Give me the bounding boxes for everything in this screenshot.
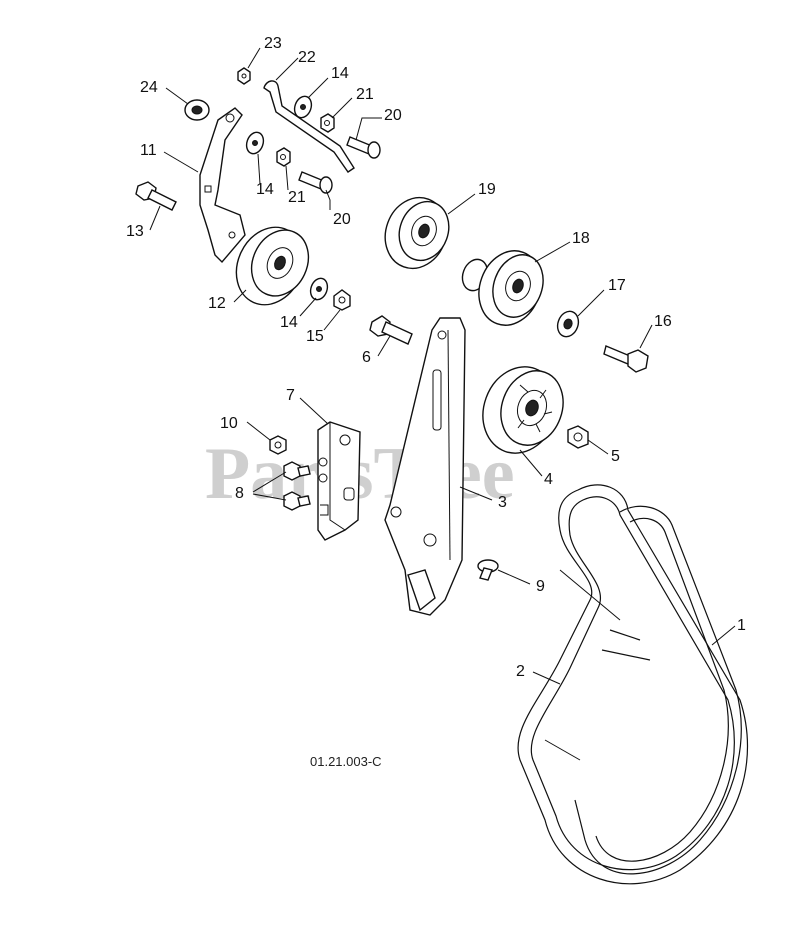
bolt-20-low[interactable] [298, 171, 333, 194]
callout-14-low: 14 [280, 314, 298, 331]
pulley-18[interactable] [458, 242, 551, 334]
bolt-6[interactable] [369, 315, 413, 345]
callout-23: 23 [264, 35, 282, 52]
callout-4: 4 [544, 471, 553, 488]
callout-1: 1 [737, 617, 746, 634]
callout-11: 11 [140, 142, 157, 159]
callout-20-top: 20 [384, 107, 402, 124]
callout-17: 17 [608, 277, 626, 294]
callout-20-low: 20 [333, 211, 351, 228]
callout-14-top: 14 [331, 65, 349, 82]
screws-8[interactable] [283, 461, 311, 511]
washer-14-low[interactable] [308, 276, 331, 302]
callout-16: 16 [654, 313, 672, 330]
callout-2: 2 [516, 663, 525, 680]
callout-labels: 1 2 3 4 5 6 7 8 9 10 11 12 13 14 14 14 1… [126, 35, 746, 680]
callout-9: 9 [536, 578, 545, 595]
bolt-20-top[interactable] [346, 136, 381, 159]
drawing-code: 01.21.003-C [310, 754, 382, 769]
pulley-12[interactable] [224, 216, 319, 316]
callout-3: 3 [498, 494, 507, 511]
idler-arm[interactable] [384, 317, 466, 616]
leader-lines [149, 47, 736, 685]
nut-23[interactable] [237, 67, 251, 85]
callout-14-mid: 14 [256, 181, 274, 198]
idler-pulley-large[interactable] [471, 356, 573, 463]
callout-24: 24 [140, 79, 158, 96]
callout-10: 10 [220, 415, 238, 432]
washer-14-mid[interactable] [244, 130, 267, 156]
nut-21-low[interactable] [276, 147, 291, 167]
callout-7: 7 [286, 387, 295, 404]
pulley-19[interactable] [375, 189, 456, 277]
belt-assembly[interactable] [517, 484, 749, 885]
callout-15: 15 [306, 328, 324, 345]
nut-15[interactable] [333, 289, 351, 311]
bolt-13[interactable] [135, 181, 177, 211]
arm-11[interactable] [199, 107, 246, 264]
nut-21-top[interactable] [320, 113, 335, 133]
callout-6: 6 [362, 349, 371, 366]
callout-13: 13 [126, 223, 144, 240]
callout-22: 22 [298, 49, 316, 66]
callout-12: 12 [208, 295, 226, 312]
callout-19: 19 [478, 181, 496, 198]
spacer-24[interactable] [184, 99, 210, 121]
callout-21-low: 21 [288, 189, 306, 206]
screw-9[interactable] [477, 559, 499, 581]
callout-5: 5 [611, 448, 620, 465]
nut-5[interactable] [567, 425, 589, 449]
rod-22[interactable] [263, 80, 355, 173]
bushing-17[interactable] [554, 308, 582, 339]
callout-21-top: 21 [356, 86, 374, 103]
bracket-7[interactable] [317, 421, 361, 541]
bolt-16[interactable] [603, 345, 649, 373]
callout-8: 8 [235, 485, 244, 502]
callout-18: 18 [572, 230, 590, 247]
nut-10[interactable] [269, 435, 287, 455]
